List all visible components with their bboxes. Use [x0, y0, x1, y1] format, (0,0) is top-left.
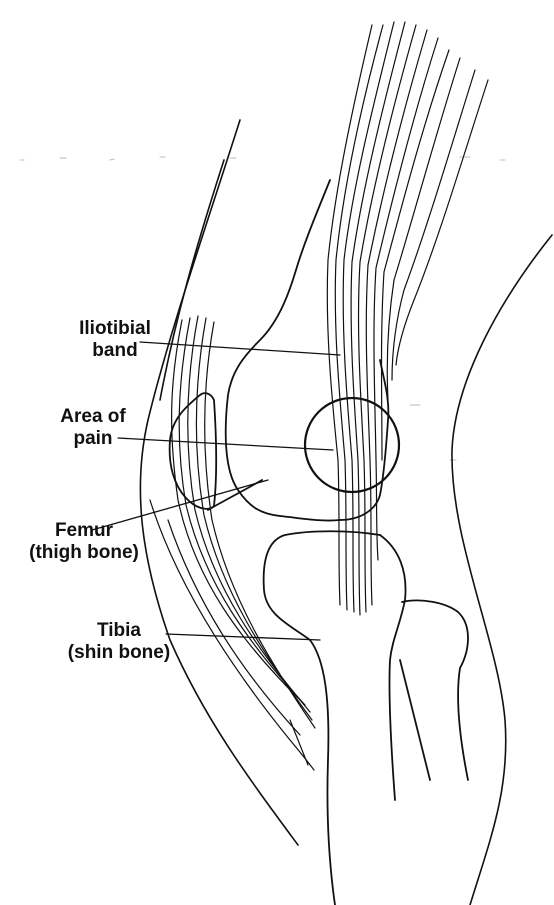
fibula [400, 600, 468, 780]
label-iliotibial-band: Iliotibial band [50, 318, 180, 362]
patellar-tendon-fibers [150, 316, 315, 770]
label-tibia-line2: (shin bone) [44, 642, 194, 664]
label-femur-line2: (thigh bone) [4, 542, 164, 564]
label-area-of-pain-line2: pain [38, 428, 148, 450]
label-iliotibial-band-line2: band [50, 340, 180, 362]
label-femur-line1: Femur [4, 520, 164, 542]
label-tibia: Tibia (shin bone) [44, 620, 194, 664]
label-femur: Femur (thigh bone) [4, 520, 164, 564]
skin-outline-front [140, 120, 298, 845]
label-tibia-line1: Tibia [44, 620, 194, 642]
femur [208, 180, 388, 521]
label-iliotibial-band-line1: Iliotibial [50, 318, 180, 340]
label-area-of-pain: Area of pain [38, 406, 148, 450]
iliotibial-band-fibers [327, 22, 488, 615]
label-area-of-pain-line1: Area of [38, 406, 148, 428]
skin-outline-back [452, 235, 552, 905]
